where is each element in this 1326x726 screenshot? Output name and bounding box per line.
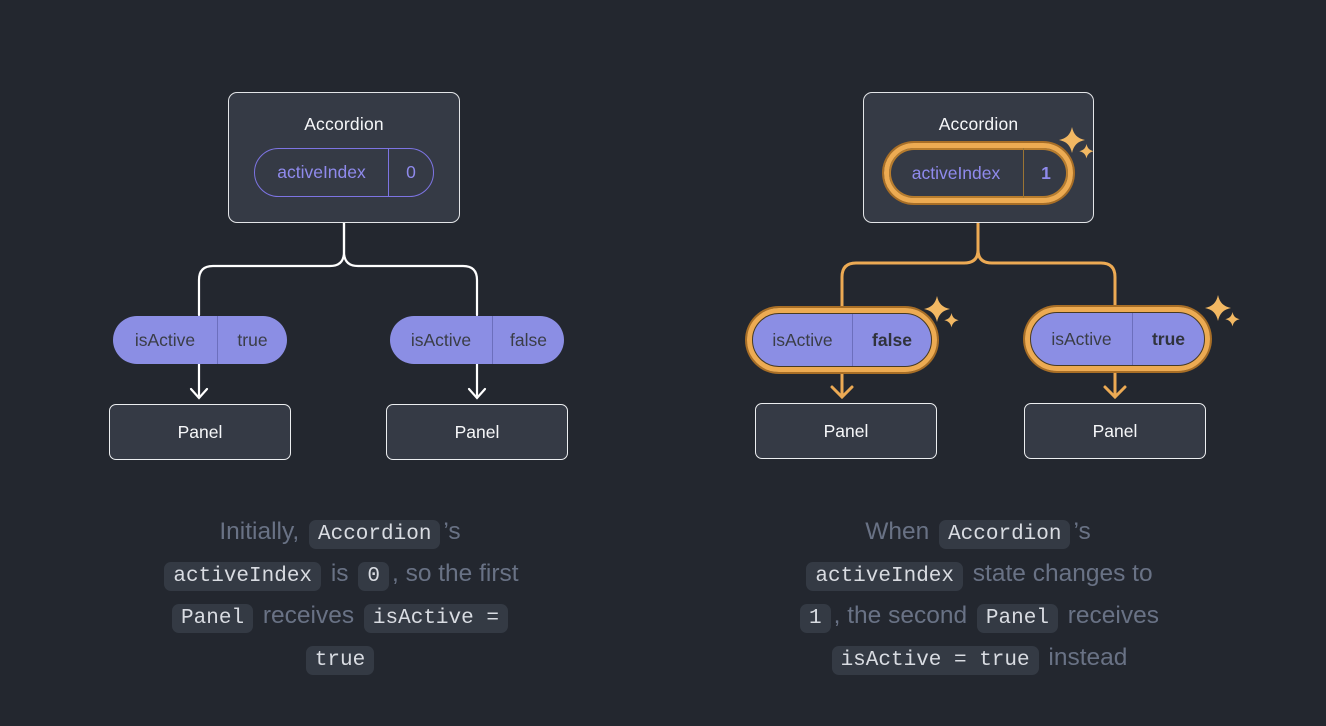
caption-text: ’s [1073,518,1091,545]
code-chip: activeIndex [164,562,322,591]
caption-line: activeIndex is 0, so the first [85,554,595,596]
sparkle-icon [1205,295,1240,327]
highlight-ring: activeIndex 1 [884,143,1073,203]
code-chip: Panel [976,604,1058,633]
prop-value: true [1151,328,1186,349]
code-chip: isActive = [363,604,508,633]
caption-text: receives [1060,602,1159,629]
accordion-card: Accordion activeIndex 0 [228,92,460,223]
caption-line: 1, the second Panel receives [728,596,1228,638]
caption-text: receives [256,602,361,629]
state-value: 1 [1041,162,1051,183]
highlight-ring: isActive true [1025,307,1210,371]
caption-text: Initially, [219,518,306,545]
caption-line: true [85,638,595,680]
accordion-title: Accordion [938,114,1019,134]
caption-text: instead [1041,644,1128,671]
prop-value: true [237,329,268,350]
code-chip: true [305,646,375,675]
caption-text: When [865,518,937,545]
state-pill-activeindex: activeIndex 1 [889,148,1068,198]
panel-box: Panel [755,403,937,459]
prop-pill-isactive: isActive false [390,316,564,364]
prop-label: isActive [390,316,493,364]
prop-value: false [872,329,912,350]
code-chip: 0 [358,562,389,591]
prop-value: false [510,329,547,350]
panel-box: Panel [109,404,291,460]
state-label: activeIndex [255,149,389,196]
caption-text: , the second [833,602,974,629]
code-chip: 1 [800,604,831,633]
panel-box: Panel [386,404,568,460]
code-chip: isActive = true [831,646,1039,675]
caption-text: is [324,560,356,587]
caption-text: , so the first [391,560,519,587]
caption-line: isActive = true instead [728,638,1228,680]
prop-label: isActive [113,316,218,364]
code-chip: Panel [172,604,254,633]
code-chip: Accordion [939,520,1071,549]
panel-label: Panel [1092,420,1138,441]
code-chip: activeIndex [806,562,963,591]
prop-label: isActive [1031,313,1133,365]
accordion-title: Accordion [304,114,384,134]
prop-pill-isactive: isActive false [752,313,932,367]
caption-text: ’s [443,518,461,545]
panel-label: Panel [454,421,500,442]
caption-line: Initially, Accordion’s [85,512,595,554]
caption-text: state changes to [966,560,1153,587]
panel-label: Panel [177,421,223,442]
state-pill-activeindex: activeIndex 0 [254,148,434,197]
caption-line: Panel receives isActive = [85,596,595,638]
panel-box: Panel [1024,403,1206,459]
state-label: activeIndex [889,148,1024,198]
panel-label: Panel [823,420,869,441]
code-chip: Accordion [309,520,441,549]
caption-line: activeIndex state changes to [728,554,1228,596]
caption-line: When Accordion’s [728,512,1228,554]
prop-label: isActive [753,314,853,366]
state-value: 0 [406,162,416,182]
prop-pill-isactive: isActive true [1030,312,1205,366]
prop-pill-isactive: isActive true [113,316,287,364]
highlight-ring: isActive false [747,308,937,372]
